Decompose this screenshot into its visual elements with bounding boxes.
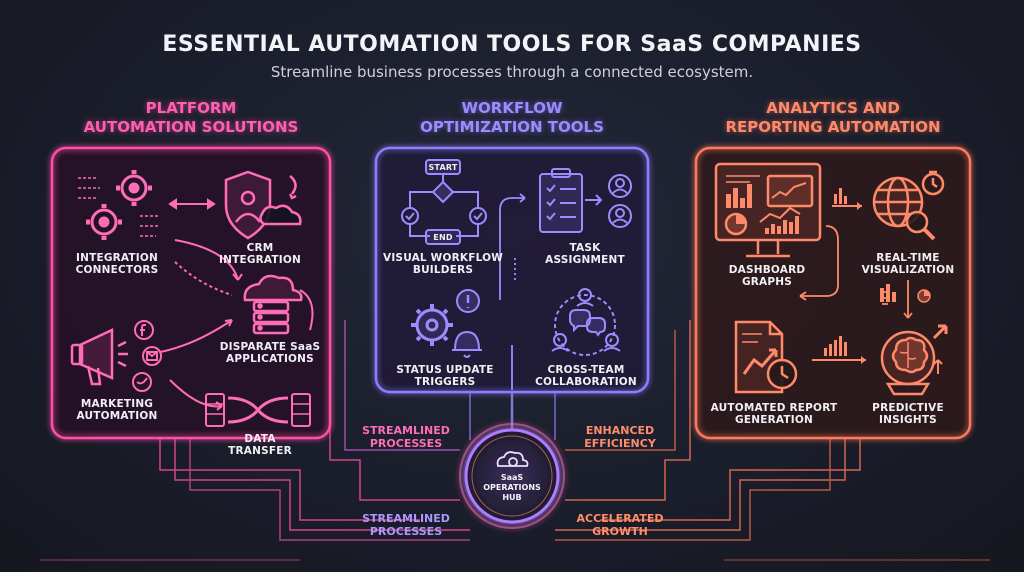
- realtime-visualization-label: REAL-TIME VISUALIZATION: [850, 252, 966, 276]
- label-line: MARKETING: [80, 398, 154, 410]
- label-line: DATA: [244, 433, 276, 445]
- label-line: TRIGGERS: [414, 376, 476, 388]
- label-line: GROWTH: [592, 525, 648, 538]
- flow-label-enhanced-efficiency: ENHANCED EFFICIENCY: [572, 424, 668, 450]
- platform-section-title: PLATFORM AUTOMATION SOLUTIONS: [52, 99, 330, 137]
- status-update-triggers-label: STATUS UPDATE TRIGGERS: [390, 364, 500, 388]
- mini-chart-icon: [880, 284, 931, 303]
- platform-title-line2: AUTOMATION SOLUTIONS: [83, 118, 299, 136]
- report-document-icon: [734, 320, 798, 394]
- task-assignment-label: TASK ASSIGNMENT: [530, 242, 640, 266]
- megaphone-icon: [70, 328, 128, 386]
- label-line: VISUALIZATION: [861, 264, 955, 276]
- operations-hub: [459, 423, 565, 529]
- page-title: ESSENTIAL AUTOMATION TOOLS FOR SaaS COMP…: [162, 32, 862, 57]
- label-line: EFFICIENCY: [584, 437, 656, 450]
- bars-arrow-icon-2: [812, 336, 866, 364]
- label-line: INSIGHTS: [879, 414, 937, 426]
- cross-team-collaboration-label: CROSS-TEAM COLLABORATION: [530, 364, 642, 388]
- shield-user-icon: [224, 170, 302, 240]
- predictive-insights-label: PREDICTIVE INSIGHTS: [856, 402, 960, 426]
- platform-title-line1: PLATFORM: [145, 99, 237, 117]
- label-line: DASHBOARD: [728, 264, 806, 276]
- flowchart-icon: [401, 159, 487, 245]
- workflow-section-title: WORKFLOW OPTIMIZATION TOOLS: [376, 99, 648, 137]
- label-line: CONNECTORS: [75, 264, 159, 276]
- hub-label: SaaS OPERATIONS HUB: [482, 473, 542, 503]
- label-line: BUILDERS: [412, 264, 474, 276]
- hub-cloud-gear-icon: [496, 451, 529, 467]
- social-icons: [132, 320, 162, 392]
- label-line: PROCESSES: [369, 437, 443, 450]
- data-transfer-label: DATA TRANSFER: [205, 433, 315, 457]
- visual-workflow-builders-label: VISUAL WORKFLOW BUILDERS: [380, 252, 506, 276]
- hub-label-line2: OPERATIONS: [483, 483, 541, 492]
- flowchart-start-label: START: [428, 163, 458, 172]
- label-line: REAL-TIME: [876, 252, 940, 264]
- page-subtitle: Streamline business processes through a …: [270, 63, 754, 81]
- label-line: VISUAL WORKFLOW: [383, 252, 503, 264]
- label-line: TASK: [569, 242, 601, 254]
- checklist-icon: [539, 168, 632, 233]
- label-line: CRM: [246, 242, 274, 254]
- label-line: AUTOMATED REPORT: [710, 402, 838, 414]
- bidirectional-arrow-icon: [168, 198, 216, 210]
- label-line: TRANSFER: [228, 445, 292, 457]
- hub-label-line3: HUB: [502, 493, 522, 502]
- analytics-title-line1: ANALYTICS AND: [766, 99, 900, 117]
- disparate-saas-label: DISPARATE SaaS APPLICATIONS: [205, 341, 335, 365]
- cloud-server-icon: [243, 274, 303, 335]
- workflow-panel: [374, 146, 650, 394]
- circuit-lines: [40, 320, 990, 561]
- label-line: STREAMLINED: [362, 512, 450, 525]
- analytics-section-title: ANALYTICS AND REPORTING AUTOMATION: [696, 99, 970, 137]
- label-line: ASSIGNMENT: [545, 254, 625, 266]
- flowchart-end-label: END: [433, 233, 453, 242]
- label-line: STREAMLINED: [362, 424, 450, 437]
- brain-crystal-ball-icon: [880, 324, 948, 396]
- flow-label-streamlined-top: STREAMLINED PROCESSES: [358, 424, 454, 450]
- connector-arrow-icon: [499, 193, 526, 390]
- label-line: APPLICATIONS: [226, 353, 314, 365]
- automated-report-generation-label: AUTOMATED REPORT GENERATION: [706, 402, 842, 426]
- dashboard-monitor-icon: [714, 162, 822, 258]
- workflow-title-line1: WORKFLOW: [461, 99, 563, 117]
- globe-magnifier-icon: [872, 170, 945, 241]
- data-transfer-icon: [205, 393, 311, 427]
- analytics-panel: [694, 146, 972, 440]
- label-line: DISPARATE SaaS: [219, 341, 321, 353]
- collaboration-icon: [551, 288, 621, 356]
- label-line: COLLABORATION: [535, 376, 637, 388]
- flow-label-accelerated-growth: ACCELERATED GROWTH: [572, 512, 668, 538]
- flow-label-streamlined-bottom: STREAMLINED PROCESSES: [358, 512, 454, 538]
- label-line: PREDICTIVE: [872, 402, 944, 414]
- workflow-title-line2: OPTIMIZATION TOOLS: [420, 118, 604, 136]
- gear-alert-icon: [411, 289, 482, 358]
- label-line: ENHANCED: [585, 424, 655, 437]
- gears-icon: [78, 170, 160, 240]
- curved-arrows-icon: [159, 239, 314, 411]
- label-line: INTEGRATION: [75, 252, 159, 264]
- label-line: AUTOMATION: [76, 410, 158, 422]
- dashboard-graphs-label: DASHBOARD GRAPHS: [712, 264, 822, 288]
- label-line: ACCELERATED: [576, 512, 664, 525]
- label-line: STATUS UPDATE: [396, 364, 494, 376]
- analytics-title-line2: REPORTING AUTOMATION: [725, 118, 941, 136]
- label-line: PROCESSES: [369, 525, 443, 538]
- label-line: CROSS-TEAM: [547, 364, 625, 376]
- marketing-automation-label: MARKETING AUTOMATION: [62, 398, 172, 422]
- label-line: GRAPHS: [741, 276, 793, 288]
- label-line: GENERATION: [735, 414, 813, 426]
- bars-arrow-icon: [832, 188, 862, 210]
- integration-connectors-label: INTEGRATION CONNECTORS: [62, 252, 172, 276]
- hub-label-line1: SaaS: [500, 473, 524, 482]
- crm-integration-label: CRM INTEGRATION: [205, 242, 315, 266]
- label-line: INTEGRATION: [218, 254, 302, 266]
